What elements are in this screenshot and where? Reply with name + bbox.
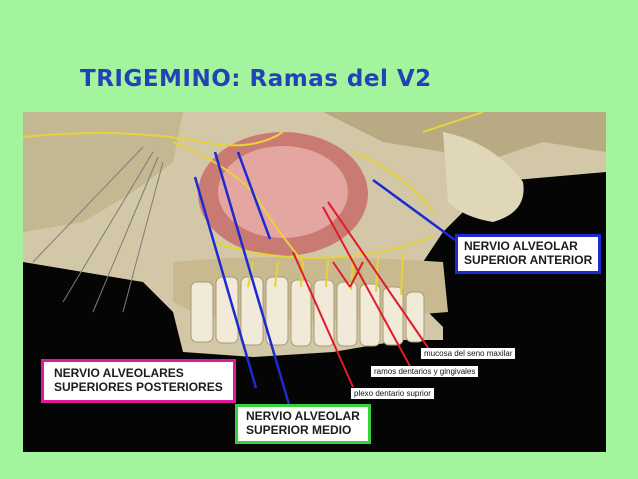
label-nervio-alveolar-superior-medio: NERVIO ALVEOLAR SUPERIOR MEDIO [235, 404, 371, 444]
slide-title: TRIGEMINO: Ramas del V2 [80, 66, 432, 92]
label-mucosa-seno-maxilar: mucosa del seno maxilar [421, 348, 516, 359]
label-line: SUPERIOR MEDIO [246, 422, 352, 437]
label-line: NERVIO ALVEOLAR [464, 239, 578, 253]
anatomical-illustration: NERVIO ALVEOLAR SUPERIOR ANTERIOR mucosa… [23, 112, 606, 452]
label-ramos-dentarios: ramos dentarios y gingivales [371, 366, 479, 377]
label-line: SUPERIOR ANTERIOR [464, 252, 593, 267]
label-nervio-alveolares-superiores-posteriores: NERVIO ALVEOLARES SUPERIORES POSTERIORES [41, 359, 236, 403]
label-nervio-alveolar-superior-anterior: NERVIO ALVEOLAR SUPERIOR ANTERIOR [455, 234, 602, 274]
label-line: SUPERIORES POSTERIORES [54, 379, 223, 394]
skull-maxilla-drawing [23, 112, 606, 409]
label-line: NERVIO ALVEOLAR [246, 409, 360, 423]
label-line: NERVIO ALVEOLARES [54, 366, 184, 380]
label-plexo-dentario: plexo dentario suprior [351, 388, 434, 399]
